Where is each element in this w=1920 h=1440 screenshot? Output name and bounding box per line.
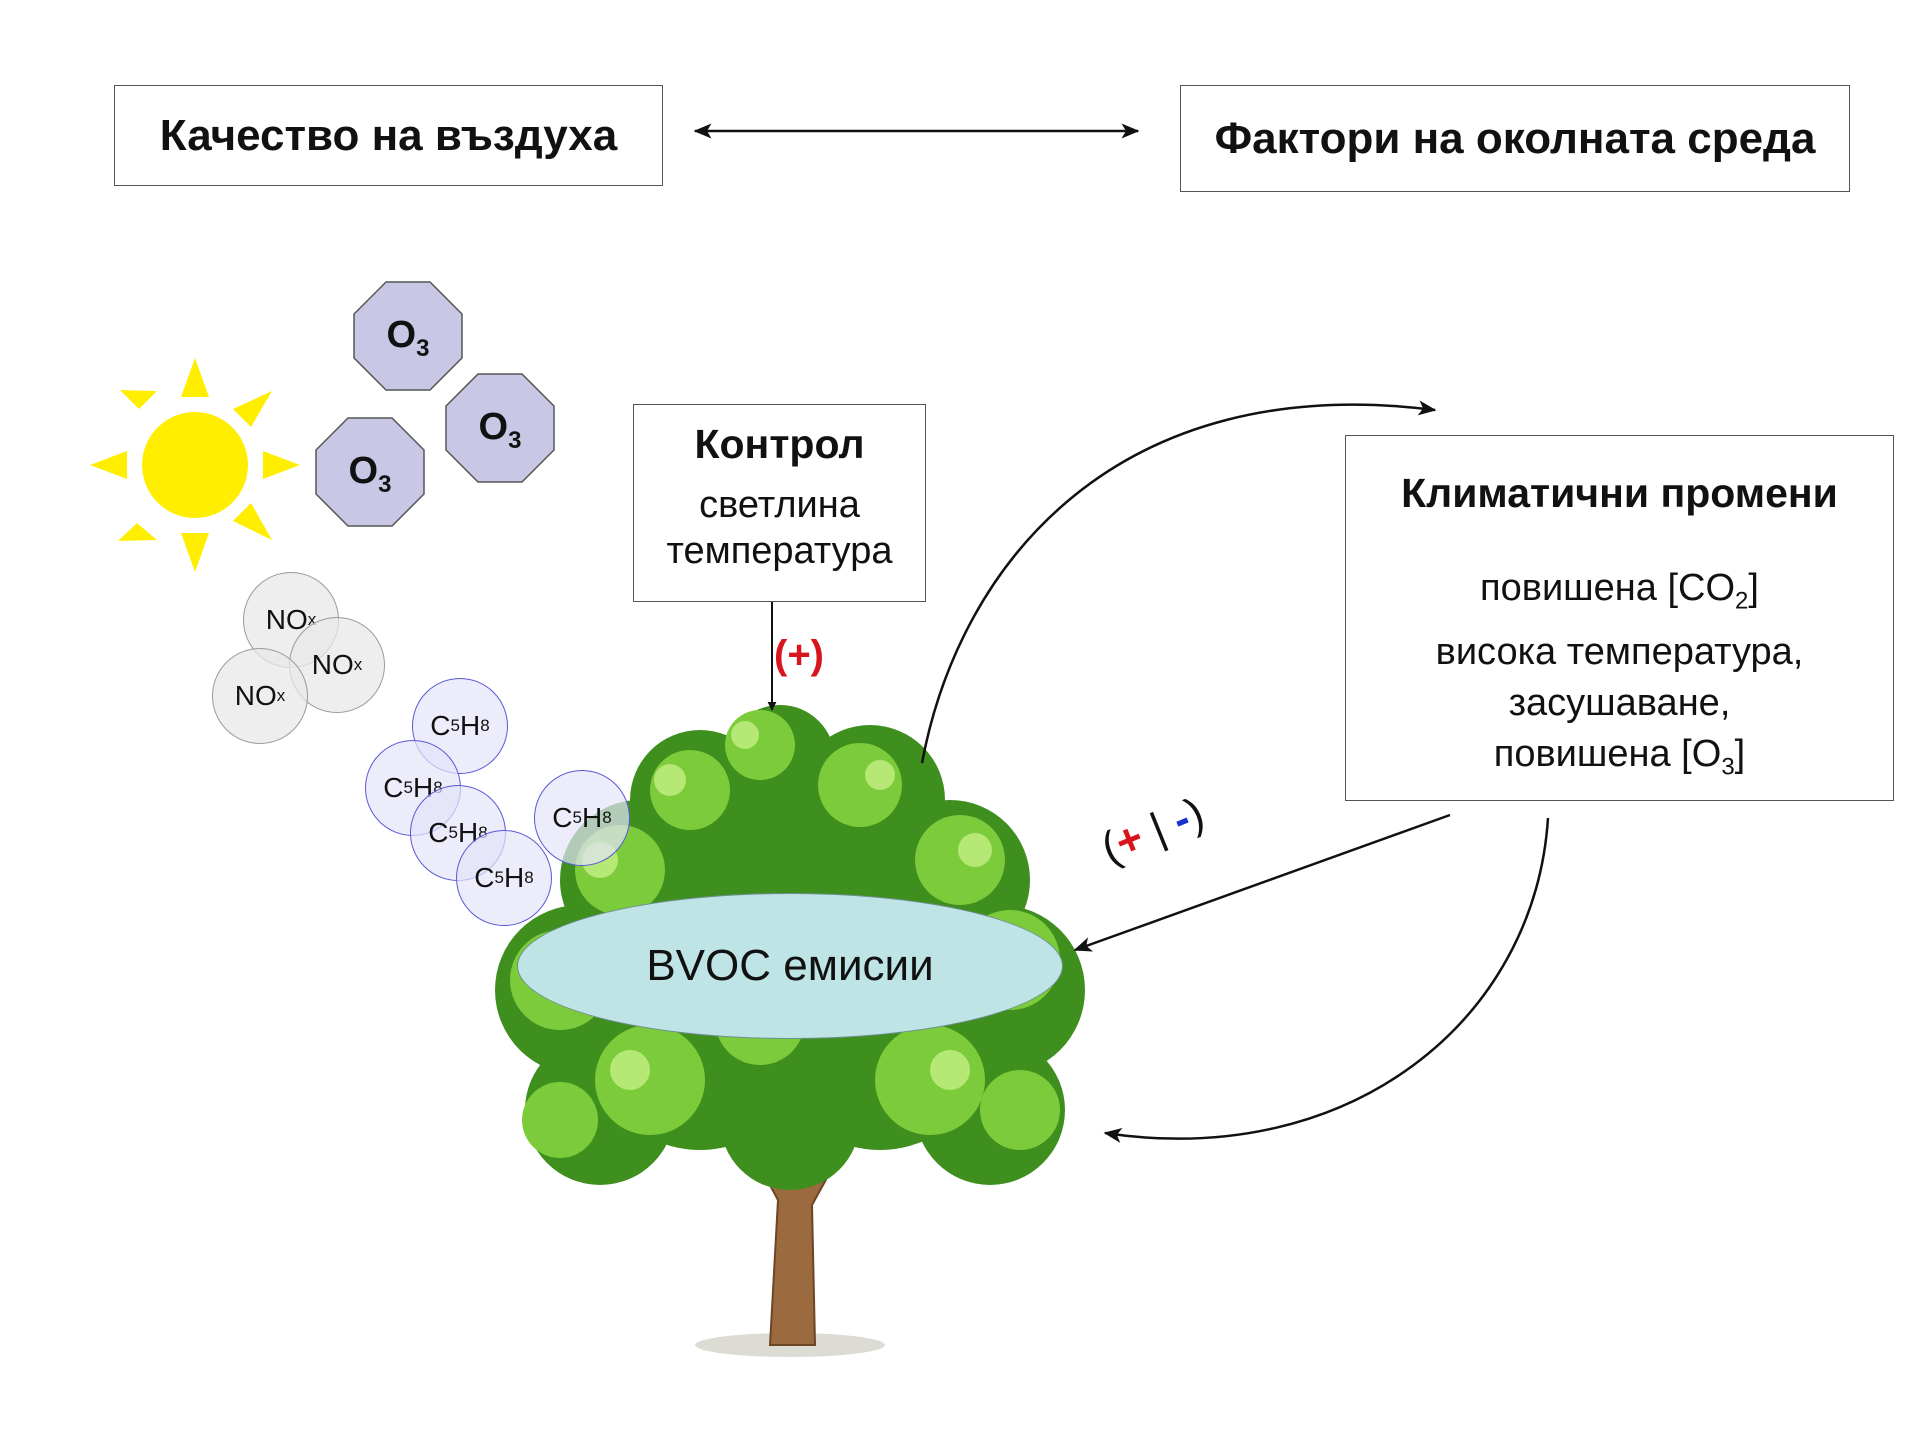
svg-text:O3: O3 bbox=[387, 314, 430, 362]
emissions-to-climate-arc bbox=[920, 400, 1437, 764]
ozone-molecules: O3 O3 O3 bbox=[315, 281, 555, 527]
ozone-molecule: O3 bbox=[315, 417, 425, 527]
control-temperature: температура bbox=[666, 530, 893, 572]
bvoc-emissions-label: BVOC емисии bbox=[646, 941, 934, 990]
air-quality-box: Качество на въздуха bbox=[114, 85, 663, 186]
climate-drought-line: засушаване, bbox=[1508, 681, 1731, 724]
svg-text:O3: O3 bbox=[479, 406, 522, 454]
sun-icon bbox=[90, 358, 300, 572]
climate-temperature-line: висока температура, bbox=[1435, 630, 1804, 673]
climate-co2-line: повишена [CO2] bbox=[1480, 567, 1759, 615]
svg-text:O3: O3 bbox=[349, 450, 392, 498]
control-box: Контрол светлина температура bbox=[633, 404, 926, 602]
climate-o3-line: повишена [O3] bbox=[1493, 732, 1746, 781]
environment-factors-box: Фактори на околната среда bbox=[1180, 85, 1850, 192]
control-effect-label: (+) bbox=[774, 633, 824, 677]
climate-change-box: Климатични промени повишена [CO2] висока… bbox=[1345, 435, 1894, 801]
bvoc-emissions-ellipse: BVOC емисии bbox=[517, 893, 1063, 1039]
ozone-molecule: O3 bbox=[353, 281, 463, 391]
air-quality-label: Качество на въздуха bbox=[159, 110, 618, 160]
environment-factors-label: Фактори на околната среда bbox=[1214, 113, 1816, 163]
climate-to-emissions-arrow bbox=[1073, 813, 1451, 952]
ozone-molecule: O3 bbox=[445, 373, 555, 483]
control-light: светлина bbox=[699, 484, 860, 526]
control-title: Контрол bbox=[694, 421, 865, 467]
climate-title: Климатични промени bbox=[1401, 470, 1838, 516]
climate-to-tree-arc bbox=[1103, 817, 1550, 1143]
